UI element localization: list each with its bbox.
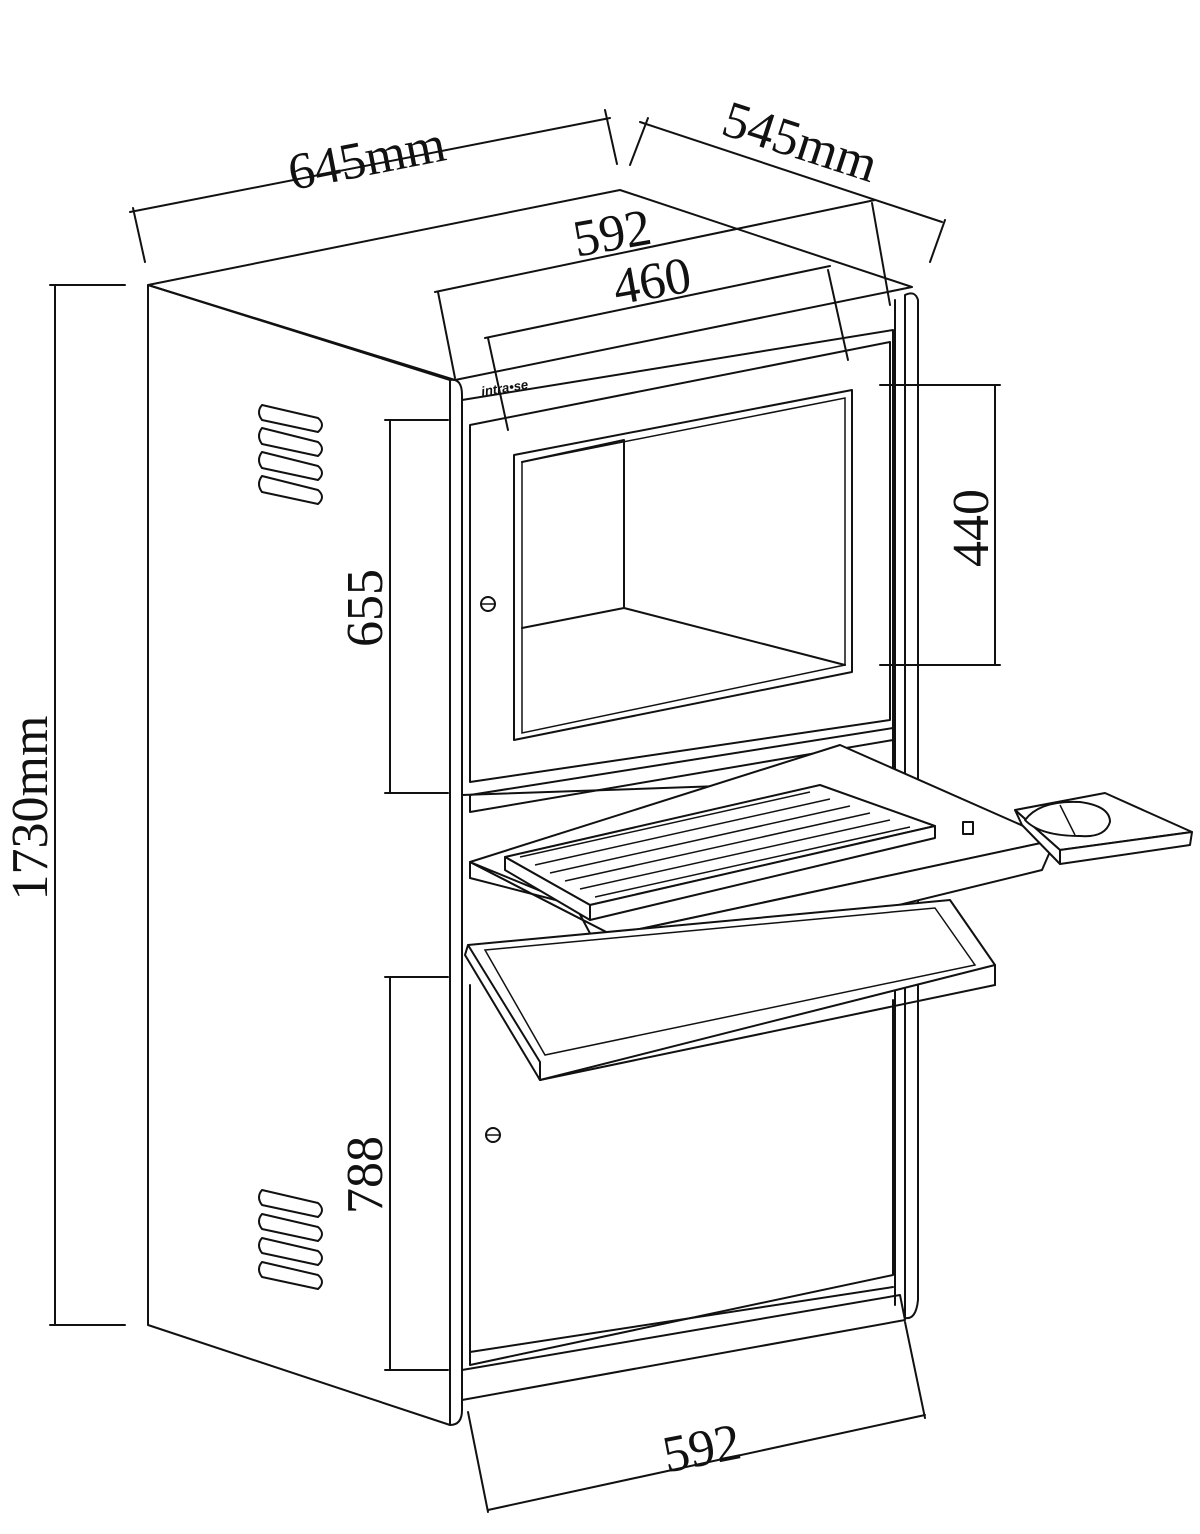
keyboard-keys: [519, 791, 911, 898]
dim-base-width: [467, 1321, 926, 1513]
label-screen-width: 460: [609, 247, 696, 317]
dim-depth: [629, 117, 946, 263]
left-side-panel: [147, 284, 451, 1426]
lower-lock-icon: [485, 1127, 501, 1143]
cabinet-base: [461, 1294, 906, 1401]
screen-window: [513, 389, 853, 741]
dim-screen-height: [879, 384, 1001, 666]
label-upper-door-height: 655: [337, 569, 394, 647]
label-width-top: 645mm: [283, 116, 450, 202]
brand-logo: intra•se: [480, 377, 529, 399]
front-left-edge: [449, 378, 463, 1426]
label-base-width: 592: [658, 1413, 745, 1484]
upper-door: [461, 329, 894, 796]
dim-total-height: [49, 284, 126, 1326]
label-total-height: 1730mm: [2, 716, 59, 901]
label-depth: 545mm: [716, 91, 885, 194]
top-panel: [147, 189, 913, 381]
dim-screen-width: [484, 265, 849, 431]
label-screen-height: 440: [943, 489, 1000, 567]
upper-shelf: [469, 727, 894, 813]
label-lower-door-height: 788: [337, 1136, 394, 1214]
dim-inner-width: [434, 199, 891, 379]
upper-door-inner: [469, 341, 891, 783]
upper-lock-icon: [480, 596, 496, 612]
front-right-edge: [904, 292, 919, 1320]
dim-lower-door-height: [384, 976, 449, 1371]
label-inner-width: 592: [569, 199, 656, 269]
vent-slots-upper: [258, 404, 323, 505]
monitor-recess: [521, 439, 625, 629]
tray-lock-icon: [962, 821, 974, 835]
dim-upper-door-height: [384, 419, 449, 794]
dim-width-top: [129, 109, 618, 263]
vent-slots-lower: [258, 1189, 323, 1290]
